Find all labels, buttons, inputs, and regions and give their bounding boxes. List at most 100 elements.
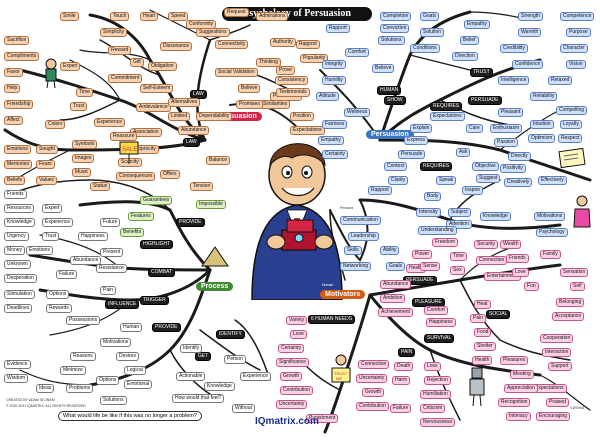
leaf-shelter: Shelter [474,342,496,351]
leaf-inspire: Inspire [462,186,484,195]
leaf-colors: Colors [45,120,66,129]
leaf-purpose: Purpose [566,28,591,37]
leaf-promises: Promises [236,100,263,109]
persuader-figure [251,143,343,300]
law-connectivity: Connectivity [215,40,249,49]
leaf-commitment: Commitment [108,74,143,83]
reflection-question: What would life be like if this was no l… [58,411,202,421]
leaf-solution: Solution [420,28,445,37]
hub-combat: COMBAT [148,268,176,277]
leaf-sex: Sex [450,266,465,275]
leaf-person: Person [224,355,246,364]
leaf-speak: Speak [436,176,457,185]
hub-pain: PAIN [398,348,416,357]
leaf-enthusiasm: Enthusiasm [490,124,523,133]
leaf-attention: Attention [446,220,472,229]
leaf-death: Death [394,362,414,371]
leaf-belonging: Belonging [556,298,585,307]
person-label: Persona [340,206,354,210]
central-caption: Human [322,283,334,287]
leaf-prove: Prove [276,66,296,75]
hub-show: SHOW [384,96,406,105]
leaf-clarity: Clarity [388,176,409,185]
law-scarcity: Scarcity [118,158,142,167]
leaf-understanding: Understanding [418,226,457,235]
leaf-growth: Growth [280,372,303,381]
leaf-comfort: Comfort [345,48,369,57]
leaf-heart: Heart [140,12,159,21]
leaf-resistance: Resistance [96,264,127,273]
leaf-contribution: Contribution [280,386,313,395]
leaf-harm: Harm [392,376,411,385]
leaf-solutions: Solutions [100,396,127,405]
leaf-desperation: Desperation [4,274,37,283]
leaf-credibility: Credibility [500,44,528,53]
hub-trust: TRUST [470,68,493,77]
leaf-suggestions: Suggestions [196,28,230,37]
leaf-growth-2: Growth [362,388,385,397]
leaf-rejection: Rejection [424,376,451,385]
hub-motivators: Motivators [320,290,366,299]
leaf-uncertainty: Uncertainty [276,400,308,409]
leaf-deadlines: Deadlines [4,304,33,313]
leaf-dependability: Dependability [196,112,233,121]
leaf-significance: Significance [276,358,309,367]
leaf-sacrifice: Sacrifice [4,36,30,45]
leaf-empathy-2: Empathy [318,136,344,145]
leaf-how-would-that-feel: How would that feel? [172,394,225,403]
leaf-money: Money [4,246,26,255]
leaf-subject: Subject [448,208,471,217]
leaf-punishment: Punishment [306,414,339,423]
hub-trigger: TRIGGER [140,296,169,305]
hub-provide: PROVIDE [176,218,205,227]
leaf-simplicity: Simplicity [100,28,128,37]
leaf-intimacy: Intimacy [506,412,531,421]
leaf-human: Human [120,323,143,332]
leaf-reward: Reward [108,46,132,55]
leaf-passion: Passion [494,138,518,147]
leaf-believe: Believe [238,84,261,93]
leaf-urgency: Urgency [4,232,29,241]
leaf-body: Body [424,192,442,201]
hub-social: SOCIAL [486,310,511,319]
leaf-reliability: Reliability [530,92,558,101]
pyramid-icon [201,246,229,267]
leaf-possessions: Possessions [66,316,101,325]
leaf-options-2: Options [96,376,120,385]
leaf-criticism: Criticism [420,404,446,413]
law-self-esteem: Self-Esteem [140,84,174,93]
leaf-express: Express [404,136,429,145]
leaf-options: Options [46,290,70,299]
leaf-objective: Objective [472,162,499,171]
leaf-without: Without [232,404,255,413]
leaf-actionable: Actionable [176,372,206,381]
leaf-smile: Smile [60,12,79,21]
leaf-knowledge-r: Knowledge [480,212,511,221]
leaf-compelling: Compelling [556,106,588,115]
trust-me-figure-icon: TRUST ME [331,354,351,383]
leaf-heat: Heat [474,300,491,309]
leaf-vision: Vision [566,60,586,69]
leaf-recognition: Recognition [498,398,531,407]
leaf-directly: Directly [508,152,531,161]
leaf-friends-p: Friends [506,254,529,263]
leaf-present: Present [100,248,124,257]
leaf-abundance-2: Abundance [70,256,102,265]
hub-influence: INFLUENCE [105,300,140,309]
leaf-wellness: Wellness [344,108,371,117]
leaf-speed: Speed [168,12,189,21]
leaf-guarantees: Guarantees [140,196,173,205]
leaf-loyalty: Loyalty [560,120,582,129]
leaf-friends: Friends [4,190,27,199]
leaf-images: Images [72,154,95,163]
leaf-position: Position [290,112,314,121]
leaf-belief: Belief [460,36,479,45]
leaf-achievement: Achievement [378,308,413,317]
svg-text:SALE: SALE [122,147,137,153]
leaf-consequences: Consequences [116,172,156,181]
leaf-abundance: Abundance [178,126,210,135]
leaf-unknown: Unknown [4,260,31,269]
leaf-motivations-r: Motivations [534,212,566,221]
leaf-meeting: Meeting [510,370,534,379]
